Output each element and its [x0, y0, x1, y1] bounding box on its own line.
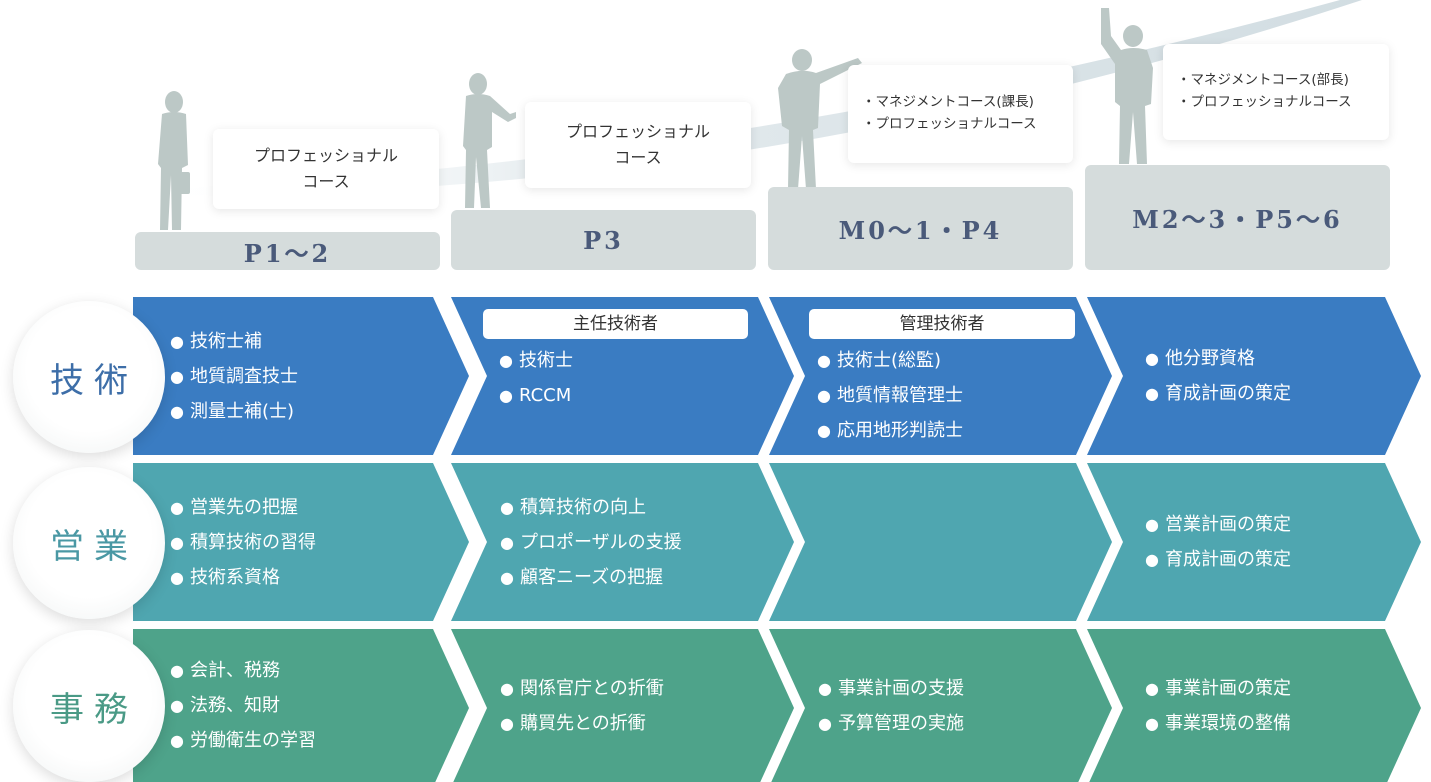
- list-item: 技術士: [499, 343, 748, 378]
- list-item: 法務、知財: [170, 688, 440, 723]
- list-item: 他分野資格: [1145, 341, 1365, 376]
- list-item: 技術系資格: [170, 560, 440, 595]
- course-card-1: プロフェッショナル コース: [213, 129, 439, 209]
- cell-eigyo-1: 営業先の把握 積算技術の習得 技術系資格: [170, 463, 440, 621]
- course-line: コース: [614, 148, 662, 167]
- course-line: コース: [302, 172, 350, 191]
- person-presenting-icon: [463, 73, 516, 208]
- course-card-4: ・マネジメントコース(部長) ・プロフェッショナルコース: [1163, 44, 1389, 140]
- level-label: M2〜3・P5〜6: [1132, 205, 1343, 234]
- level-step-1: P1〜2: [135, 232, 440, 270]
- cell-jimu-2: 関係官庁との折衝 購買先との折衝: [500, 629, 760, 782]
- cell-gijutsu-1: 技術士補 地質調査技士 測量士補(士): [170, 297, 440, 455]
- role-badge: 管理技術者: [809, 309, 1075, 339]
- list-item: 予算管理の実施: [818, 706, 1068, 741]
- list-item: プロポーザルの支援: [500, 525, 760, 560]
- list-item: 営業先の把握: [170, 490, 440, 525]
- list-item: 購買先との折衝: [500, 706, 760, 741]
- list-item: 営業計画の策定: [1145, 507, 1365, 542]
- list-item: 事業環境の整備: [1145, 706, 1365, 741]
- list-item: 測量士補(士): [170, 394, 440, 429]
- list-item: 地質調査技士: [170, 359, 440, 394]
- list-item: 事業計画の策定: [1145, 671, 1365, 706]
- level-label: P1〜2: [243, 238, 332, 268]
- cell-jimu-1: 会計、税務 法務、知財 労働衛生の学習: [170, 629, 440, 782]
- list-item: 会計、税務: [170, 653, 440, 688]
- cell-gijutsu-3: 管理技術者 技術士(総監) 地質情報管理士 応用地形判読士: [809, 297, 1075, 455]
- cell-eigyo-4: 営業計画の策定 育成計画の策定: [1145, 463, 1365, 621]
- course-line: ・プロフェッショナルコース: [1177, 94, 1352, 110]
- level-step-4: M2〜3・P5〜6: [1085, 165, 1390, 270]
- course-line: ・プロフェッショナルコース: [862, 116, 1037, 132]
- course-line: プロフェッショナル: [253, 146, 398, 166]
- list-item: 応用地形判読士: [817, 413, 1075, 448]
- course-card-3: ・マネジメントコース(課長) ・プロフェッショナルコース: [848, 65, 1073, 163]
- level-label: M0〜1・P4: [838, 216, 1003, 245]
- list-item: 積算技術の向上: [500, 490, 760, 525]
- course-line: プロフェッショナル: [565, 122, 710, 142]
- list-item: 育成計画の策定: [1145, 542, 1365, 577]
- list-item: 関係官庁との折衝: [500, 671, 760, 706]
- row-label-jimu: 事務: [13, 630, 165, 782]
- list-item: 技術士補: [170, 324, 440, 359]
- list-item: 顧客ニーズの把握: [500, 560, 760, 595]
- row-label-eigyo: 営業: [13, 467, 165, 619]
- person-raising-fist-icon: [1101, 8, 1153, 164]
- list-item: 積算技術の習得: [170, 525, 440, 560]
- cell-jimu-3: 事業計画の支援 予算管理の実施: [818, 629, 1068, 782]
- list-item: 地質情報管理士: [817, 378, 1075, 413]
- list-item: 事業計画の支援: [818, 671, 1068, 706]
- role-badge: 主任技術者: [483, 309, 748, 339]
- row-label-gijutsu: 技術: [13, 301, 165, 453]
- level-label: P3: [583, 225, 624, 255]
- cell-jimu-4: 事業計画の策定 事業環境の整備: [1145, 629, 1365, 782]
- level-step-3: M0〜1・P4: [768, 187, 1073, 270]
- list-item: 育成計画の策定: [1145, 376, 1365, 411]
- level-step-2: P3: [451, 210, 756, 270]
- person-pointing-icon: [778, 49, 862, 189]
- list-item: 労働衛生の学習: [170, 723, 440, 758]
- cell-gijutsu-2: 主任技術者 技術士 RCCM: [483, 297, 748, 455]
- course-card-2: プロフェッショナル コース: [525, 102, 751, 188]
- course-line: ・マネジメントコース(部長): [1177, 72, 1349, 89]
- cell-gijutsu-4: 他分野資格 育成計画の策定: [1145, 297, 1365, 455]
- person-standing-icon: [158, 91, 190, 230]
- cell-eigyo-3: [818, 463, 1068, 621]
- course-line: ・マネジメントコース(課長): [862, 94, 1034, 111]
- cell-eigyo-2: 積算技術の向上 プロポーザルの支援 顧客ニーズの把握: [500, 463, 760, 621]
- list-item: 技術士(総監): [817, 343, 1075, 378]
- list-item: RCCM: [499, 378, 748, 413]
